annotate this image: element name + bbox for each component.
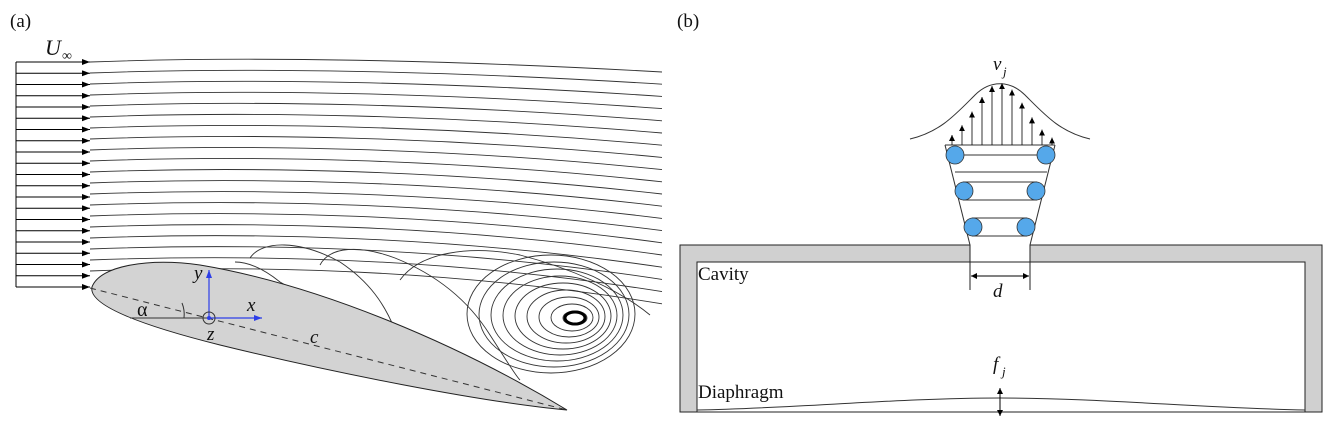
vortex-core [945,145,965,165]
chord-symbol: c [310,327,319,348]
vortex-core [1036,145,1056,165]
streamline [89,124,663,146]
vortex-core [1026,181,1046,201]
streamline [89,202,663,232]
streamline [89,91,663,110]
streamline [89,147,663,171]
freestream-symbol: U [45,35,63,60]
vortex-ring [502,275,618,356]
vortex-ring [490,268,624,362]
streamline [89,213,663,244]
z-axis-circle [202,311,216,325]
frequency-symbol: f [993,354,1001,375]
streamline [89,69,663,85]
vortex-ring [466,254,636,374]
angle-of-attack-symbol: α [137,299,148,321]
streamlines [89,58,663,305]
vortex-core [563,310,587,326]
jet-velocity-symbol: v [993,54,1002,75]
panel-b: (b) Cavity Diaphragm f j d [677,11,1323,416]
streamline [89,80,663,97]
panel-b-label: (b) [677,11,699,32]
vortex-core [1016,217,1036,237]
chord-line [89,287,568,411]
y-axis-label: y [192,263,203,284]
vortex-ring [538,296,600,338]
vortex-ring [550,303,594,332]
orifice-width-symbol: d [993,281,1003,302]
streamline [89,136,663,158]
streamline [89,180,663,207]
streamline [89,158,663,183]
streamline [89,191,663,219]
vortex-ring [514,282,612,350]
cavity-interior [696,261,1306,413]
z-axis-label: z [206,324,215,345]
streamline [89,235,663,268]
angle-arc [181,302,185,319]
streamline [89,224,663,256]
streamline [89,169,663,195]
streamline [89,257,663,293]
jet-profile-arrows [949,83,1055,145]
streamline [89,102,663,122]
jet-velocity-profile [909,83,1091,140]
x-axis-label: x [246,295,256,316]
freestream-subscript: ∞ [62,49,72,64]
diaphragm-label: Diaphragm [698,382,784,403]
frequency-subscript: j [1000,364,1006,379]
z-axis-dot [207,316,211,320]
vortex-ring [478,261,630,368]
vortex-core [954,181,974,201]
panel-a: (a) U ∞ α c x y z [10,11,663,411]
streamline [89,58,663,73]
vortex-ring [526,289,606,344]
freestream-arrows [15,59,90,290]
airfoil [91,261,568,411]
jet-velocity-subscript: j [1001,64,1007,79]
cavity-label: Cavity [698,264,749,285]
vortex-core [963,217,983,237]
panel-a-label: (a) [10,11,31,32]
recirculation-vortex [466,254,636,374]
vortex-pairs [945,145,1056,237]
streamline [89,113,663,134]
